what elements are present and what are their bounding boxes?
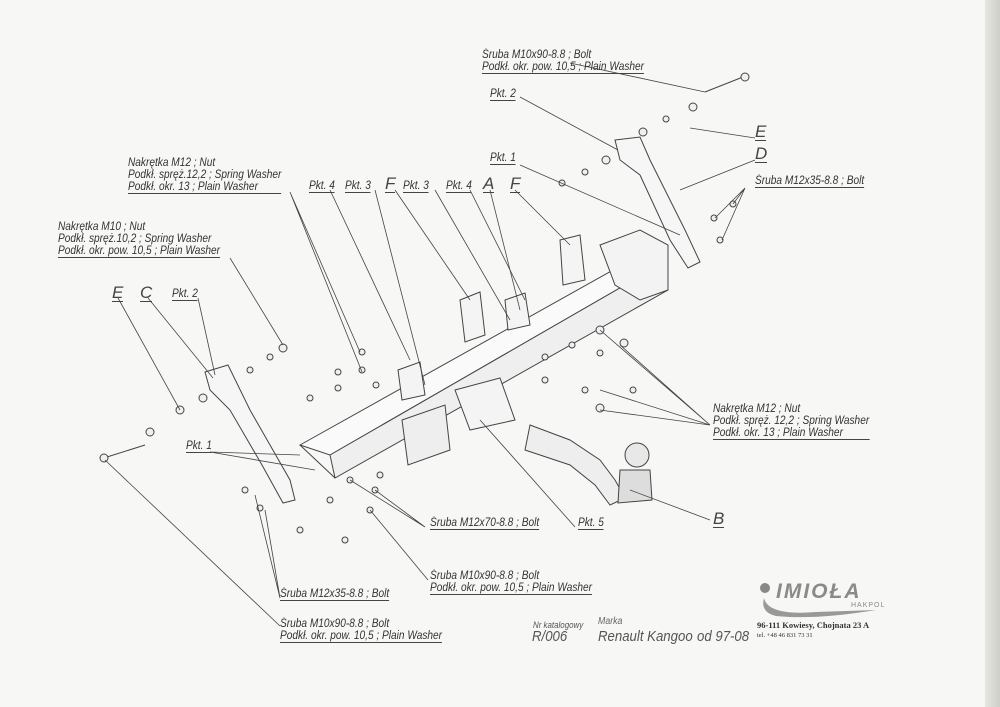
b-label: B xyxy=(713,509,725,528)
company-address: 96-111 Kowiesy, Chojnata 23 A xyxy=(757,620,870,630)
pkt2-top-label: Pkt. 2 xyxy=(490,88,516,101)
d-top-label: D xyxy=(755,144,768,163)
a-label: A xyxy=(483,174,495,193)
f-label-2: F xyxy=(510,174,521,193)
ball-neck-bracket xyxy=(454,377,516,431)
mount-plate-4 xyxy=(559,234,586,286)
right-arm-bracket xyxy=(614,136,701,269)
mount-plate-3 xyxy=(504,292,531,331)
bolt-m12x70-label: Śruba M12x70-8.8 ; Bolt xyxy=(430,517,540,530)
leader-lines xyxy=(104,62,756,627)
pkt1-left-label: Pkt. 1 xyxy=(186,440,212,453)
left-arm-bracket xyxy=(204,364,296,504)
years-value: od 97-08 xyxy=(697,628,750,645)
mount-plate-1 xyxy=(397,361,426,401)
mount-plate-2 xyxy=(459,291,486,343)
catalog-value: R/006 xyxy=(532,628,568,645)
pkt2-left-label: Pkt. 2 xyxy=(172,288,198,301)
make-label: Marka xyxy=(598,616,623,627)
fasteners xyxy=(99,72,750,544)
pkt4-label-2: Pkt. 4 xyxy=(446,180,472,193)
f-label: F xyxy=(385,174,396,193)
e-top-label: E xyxy=(755,122,767,141)
pkt4-label: Pkt. 4 xyxy=(309,180,335,193)
company-logo: IMIOŁA HAKPOL xyxy=(756,580,886,620)
company-phone: tel. +48 46 831 73 31 xyxy=(757,632,813,639)
pkt3-label: Pkt. 3 xyxy=(345,180,371,193)
catalog-label: Nr katalogowy xyxy=(533,620,584,630)
bolt-m12x35-top-label: Śruba M12x35-8.8 ; Bolt xyxy=(755,175,865,188)
make-value: Renault Kangoo xyxy=(598,628,693,645)
paper-edge xyxy=(985,0,1000,707)
bolt-m12x35-bottom-label: Śruba M12x35-8.8 ; Bolt xyxy=(280,588,390,601)
c-left-label: C xyxy=(140,283,153,302)
e-left-label: E xyxy=(112,283,124,302)
pkt1-top-label: Pkt. 1 xyxy=(490,152,516,165)
tow-ball xyxy=(524,424,653,506)
swoosh-icon xyxy=(760,583,876,618)
socket-plate xyxy=(401,404,451,466)
pkt3-label-2: Pkt. 3 xyxy=(403,180,429,193)
pkt5-label: Pkt. 5 xyxy=(578,517,604,530)
